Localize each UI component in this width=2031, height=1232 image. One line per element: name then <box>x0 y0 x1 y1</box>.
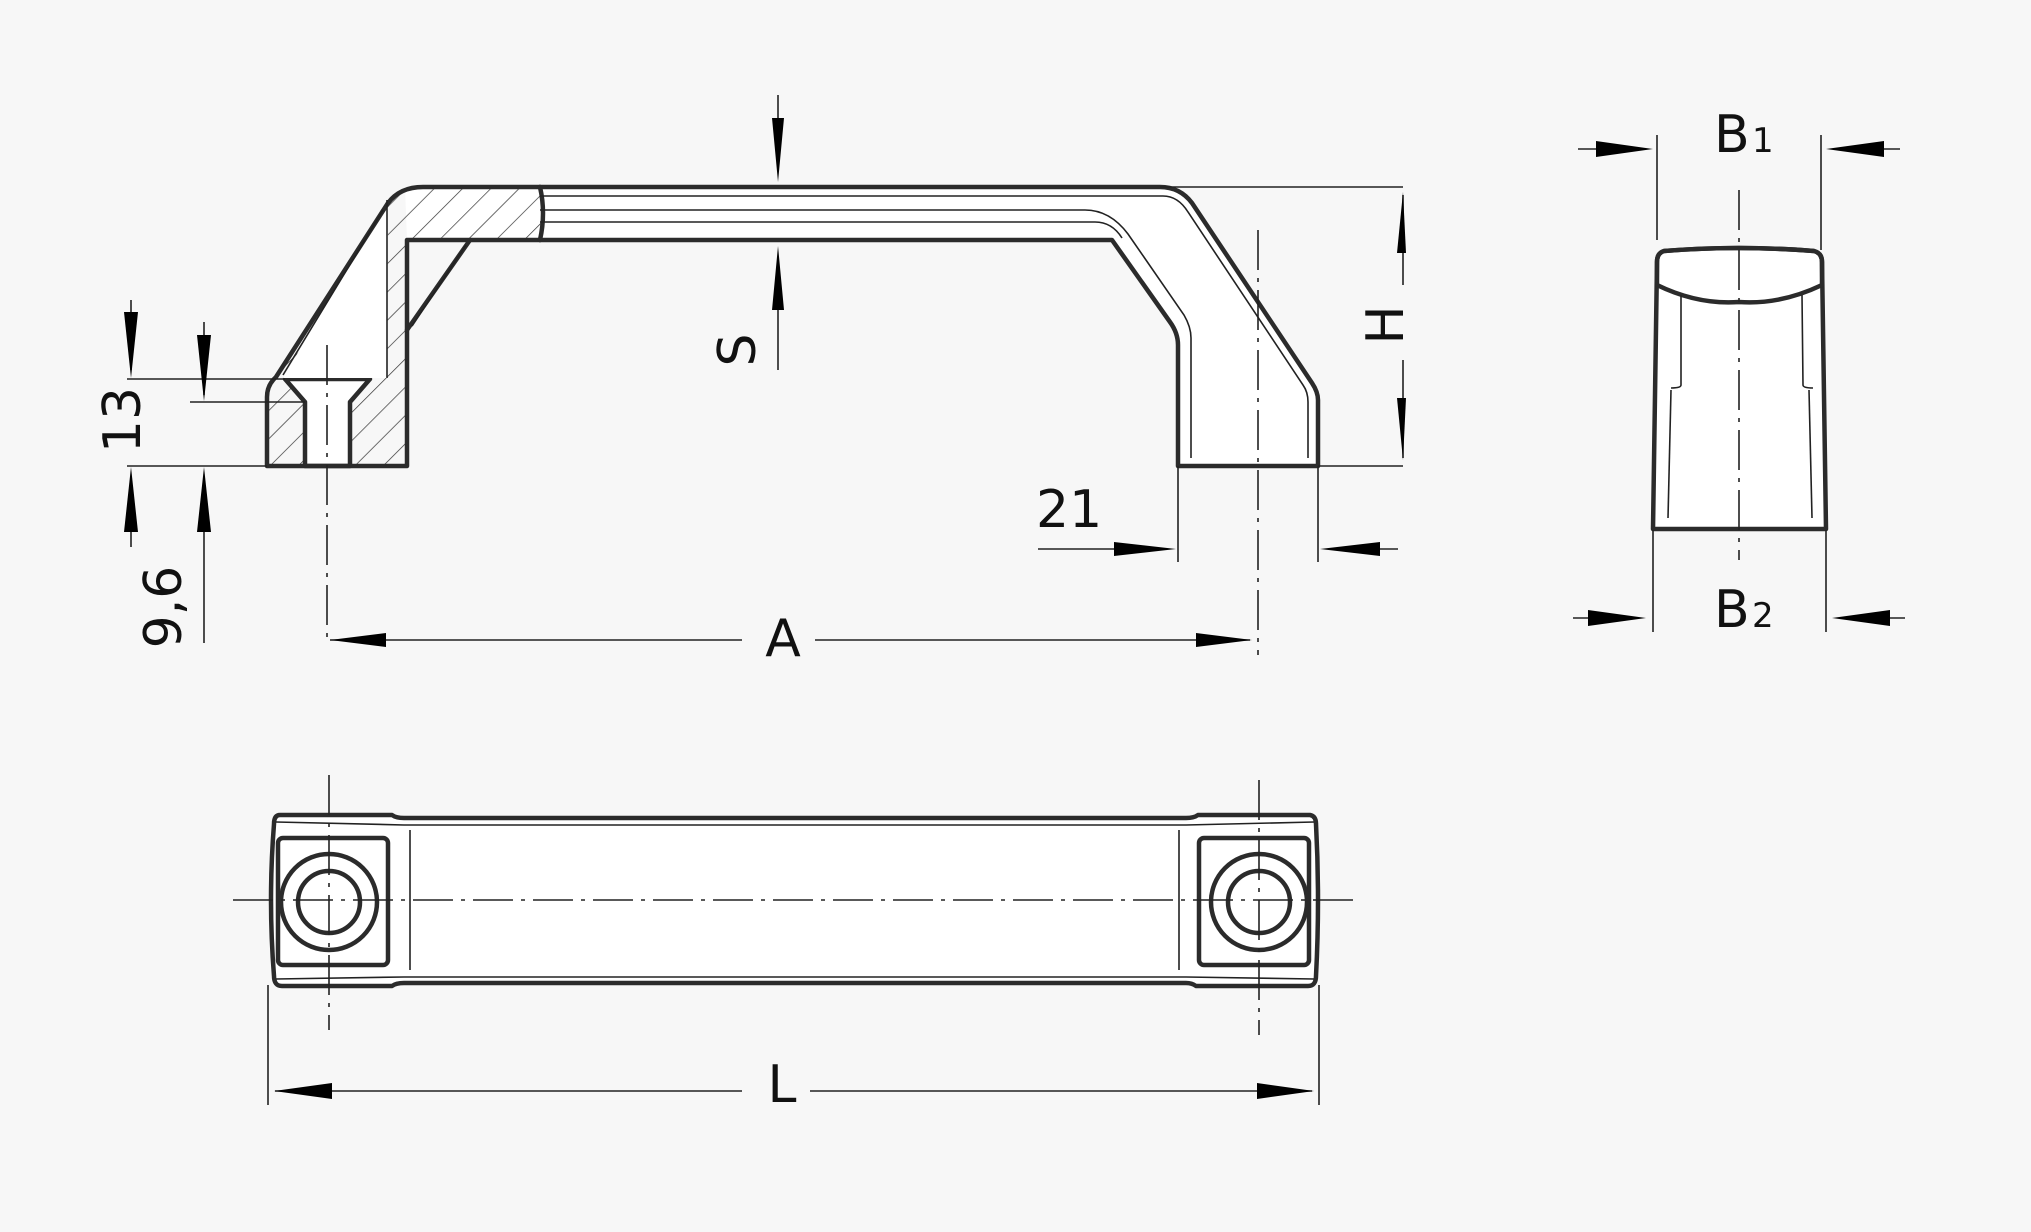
dim-h-label: H <box>1356 305 1416 344</box>
dim-s: S <box>708 95 784 370</box>
dim-21: 21 <box>1036 480 1398 556</box>
end-view-hatched-section <box>1654 245 1825 305</box>
dim-a-label: A <box>765 609 801 669</box>
dim-b1-label: B <box>1714 105 1750 165</box>
dim-s-label: S <box>708 333 768 366</box>
grip-inner-curve <box>1094 221 1123 239</box>
dim-9-6-label: 9,6 <box>134 566 194 649</box>
leg-chamfer-line <box>282 209 384 376</box>
dim-b2-label: B <box>1714 580 1750 640</box>
top-view-inner-top <box>275 821 1315 826</box>
dim-a: A <box>330 609 1252 669</box>
side-section-view: S H 13 9,6 <box>93 95 1416 669</box>
end-section-view: B 1 B 2 <box>1573 105 1905 640</box>
end-inner-left-lower <box>1667 389 1672 519</box>
inner-diagonal-2 <box>411 244 467 327</box>
end-inner-left <box>1670 295 1682 389</box>
end-inner-right-lower <box>1808 389 1813 519</box>
dim-13: 13 <box>93 300 153 547</box>
dim-9-6: 9,6 <box>134 322 211 648</box>
dim-l: L <box>267 985 1320 1115</box>
end-inner-right <box>1801 294 1814 389</box>
dim-21-label: 21 <box>1036 480 1102 540</box>
dim-h: H <box>1356 192 1416 460</box>
top-view-inner-bottom <box>275 976 1315 980</box>
dim-b2-sub: 2 <box>1752 596 1774 636</box>
dim-b1: B 1 <box>1578 105 1900 250</box>
dim-13-label: 13 <box>93 387 153 453</box>
dim-b2: B 2 <box>1573 530 1905 640</box>
top-view: L <box>233 775 1355 1115</box>
dim-b1-sub: 1 <box>1752 121 1774 161</box>
dim-l-label: L <box>768 1055 797 1115</box>
section-break <box>537 184 546 243</box>
grip-inner-line-1 <box>540 195 1309 458</box>
left-mount-pad <box>275 835 391 968</box>
left-profile-outline <box>264 184 543 469</box>
grip-top-edge <box>537 184 1321 469</box>
grip-inner-line-2 <box>540 209 1192 458</box>
